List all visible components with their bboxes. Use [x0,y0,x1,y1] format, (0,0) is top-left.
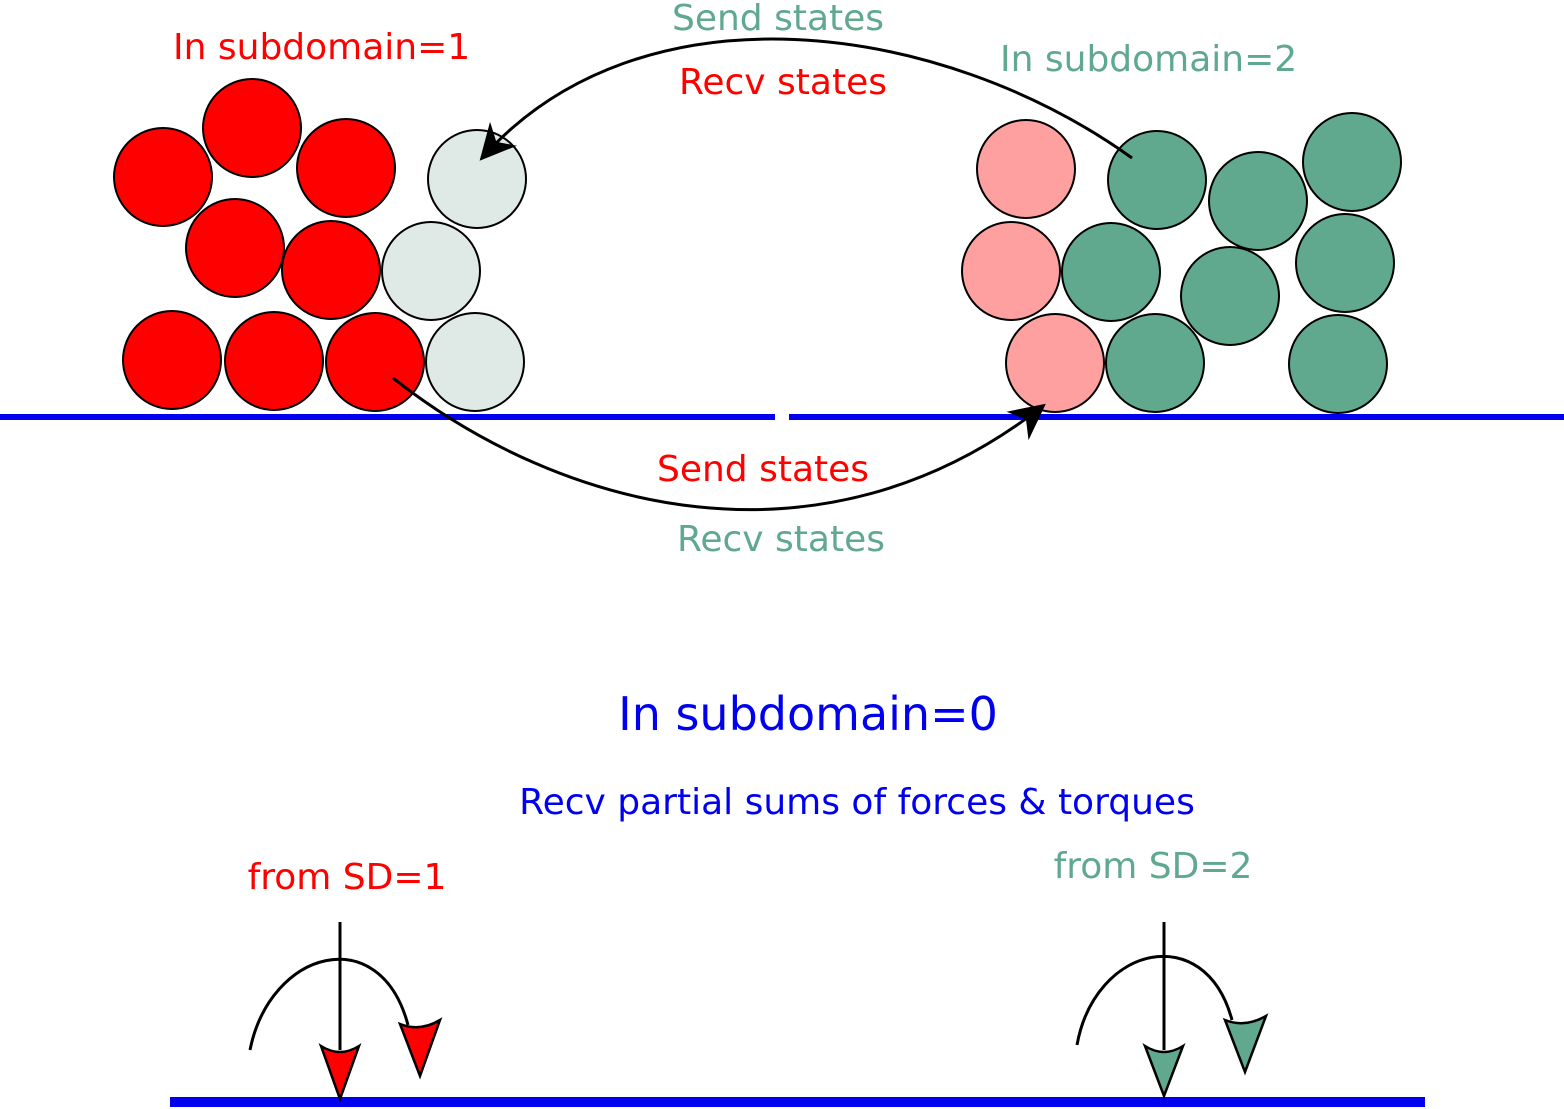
particle-owned [1107,130,1207,230]
exchange-arrow-bottom [392,376,1046,512]
force-arrowhead [1142,1042,1186,1100]
subdomain0-title: In subdomain=0 [618,687,998,741]
from-sd2-label: from SD=2 [1054,846,1253,887]
particle-owned [1180,246,1280,346]
bottom-recv-label: Recv states [677,519,885,560]
force-arrowhead [318,1043,362,1103]
particle-owned [1208,151,1308,251]
particle-ghost [381,221,481,321]
particle-owned [202,78,302,178]
particle-owned [1105,313,1205,413]
from-sd1-label: from SD=1 [248,857,447,898]
subdomain0-subtitle: Recv partial sums of forces & torques [519,782,1195,823]
particle-owned [224,311,324,411]
torque-arrow-arc [1075,954,1234,1046]
subdomain1-title: In subdomain=1 [173,27,470,68]
subdomain2-title: In subdomain=2 [1000,39,1297,80]
sd1-force-torque-icon [248,922,443,1103]
torque-arrowhead [397,1017,443,1080]
sd2-force-torque-icon [1075,922,1269,1100]
particle-ghost [1005,313,1105,413]
particle-owned [1295,213,1395,313]
subdomain2-particles [961,112,1402,414]
exchange-arrow-top [479,37,1133,161]
bottom-send-label: Send states [657,449,869,490]
top-send-label: Send states [672,0,884,39]
top-recv-label: Recv states [679,62,887,103]
particle-owned [122,310,222,410]
particle-owned [185,198,285,298]
particle-owned [1302,112,1402,212]
particle-owned [281,220,381,320]
torque-arrow-arc [248,957,410,1051]
particle-ghost [961,221,1061,321]
subdomain1-particles [113,78,527,412]
particle-owned [1061,222,1161,322]
particle-owned [296,118,396,218]
particle-ghost [427,129,527,229]
particle-owned [1288,314,1388,414]
particle-owned [325,312,425,412]
particle-ghost [425,312,525,412]
particle-owned [113,127,213,227]
particle-ghost [976,119,1076,219]
torque-arrowhead [1222,1013,1269,1076]
